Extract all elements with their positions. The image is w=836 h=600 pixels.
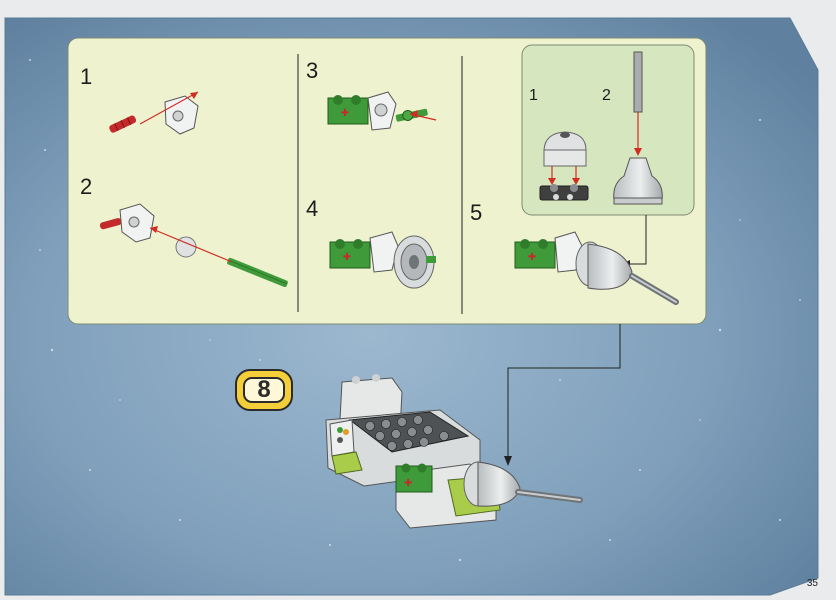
- svg-text:✚: ✚: [341, 108, 349, 119]
- step-number: 3: [306, 58, 319, 83]
- svg-text:✚: ✚: [528, 252, 536, 263]
- step-number: 5: [470, 200, 483, 225]
- svg-text:✚: ✚: [404, 478, 412, 489]
- step-1-illustration: [109, 91, 199, 135]
- starfield: [29, 59, 801, 562]
- step-4-illustration: ✚: [329, 231, 436, 289]
- step-2-illustration: [99, 203, 288, 288]
- step-5-illustration: ✚: [514, 231, 679, 305]
- step-3-illustration: ✚: [327, 91, 437, 131]
- main-assembly-illustration: ✚: [325, 374, 583, 529]
- step-number: 1: [80, 64, 93, 89]
- substep-number: 2: [602, 87, 611, 104]
- step-number: 4: [306, 196, 319, 221]
- step-number: 2: [80, 174, 93, 199]
- multiplier-badge-label: 8: [257, 376, 271, 403]
- svg-text:✚: ✚: [343, 252, 351, 263]
- sub-callout-illustration: [539, 51, 663, 205]
- multiplier-badge: [235, 369, 293, 411]
- page-number: 35: [806, 578, 818, 589]
- substep-number: 1: [529, 87, 538, 104]
